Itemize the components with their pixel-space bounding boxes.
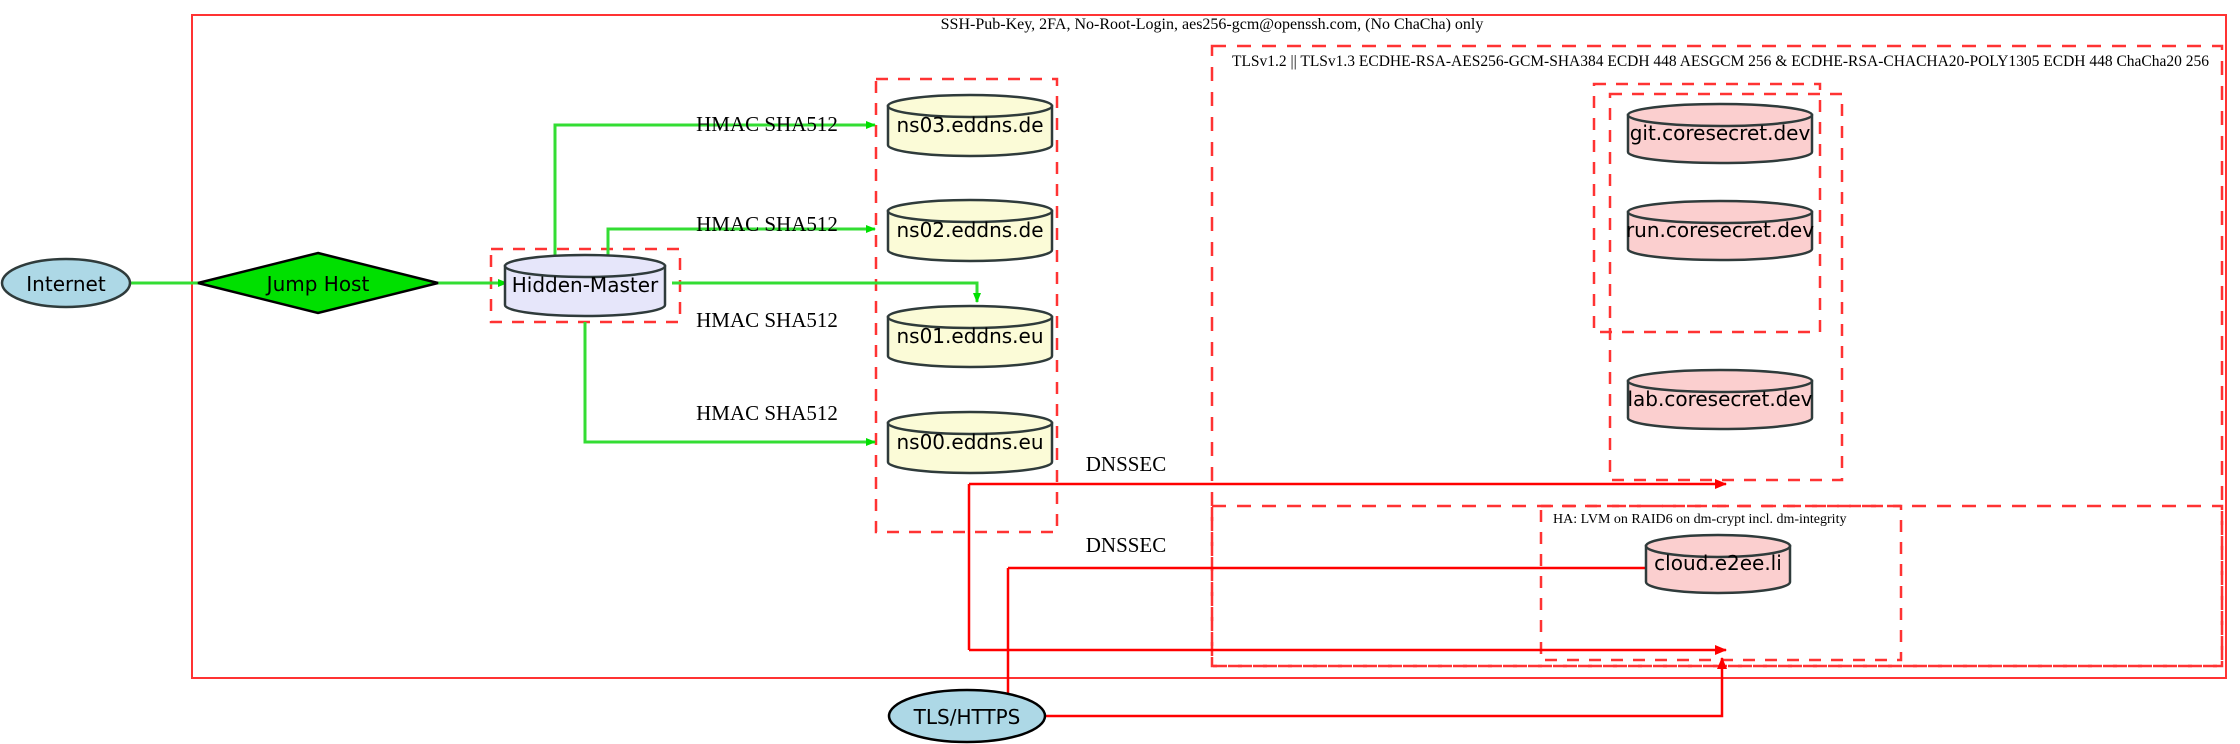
ssh-policy-label: SSH-Pub-Key, 2FA, No-Root-Login, aes256-… [941, 16, 1484, 33]
edge-hiddenmaster-ns00 [583, 322, 876, 446]
node-git-coresecret[interactable]: git.coresecret.dev [1626, 102, 1814, 165]
node-ns02[interactable]: ns02.eddns.de [886, 198, 1054, 263]
ssh-boundary-box [191, 14, 2227, 679]
node-ns01-label: ns01.eddns.eu [896, 324, 1043, 348]
node-ns03-label: ns03.eddns.de [896, 113, 1043, 137]
node-ns02-label: ns02.eddns.de [896, 218, 1043, 242]
node-run-label: run.coresecret.dev [1626, 218, 1814, 242]
node-jump-host[interactable]: Jump Host [197, 251, 439, 315]
edge-label-hmac-ns01: HMAC SHA512 [696, 308, 838, 332]
node-git-label: git.coresecret.dev [1630, 121, 1811, 145]
node-hidden-master-label: Hidden-Master [512, 273, 659, 297]
edge-hiddenmaster-ns01 [672, 281, 981, 303]
tls-policy-label: TLSv1.2 || TLSv1.3 ECDHE-RSA-AES256-GCM-… [1232, 53, 2209, 70]
node-internet[interactable]: Internet [0, 257, 132, 309]
edge-hiddenmaster-ns02 [606, 225, 876, 265]
node-tls-https-label: TLS/HTTPS [913, 705, 1021, 729]
node-cloud-label: cloud.e2ee.li [1654, 551, 1782, 575]
node-cloud-e2ee[interactable]: cloud.e2ee.li [1644, 533, 1792, 595]
coresecret-group-box [1592, 82, 1822, 334]
node-ns00[interactable]: ns00.eddns.eu [886, 410, 1054, 475]
edge-hiddenmaster-ns03 [553, 121, 876, 265]
edge-label-hmac-ns00: HMAC SHA512 [696, 401, 838, 425]
node-tls-https[interactable]: TLS/HTTPS [887, 688, 1047, 744]
node-run-coresecret[interactable]: run.coresecret.dev [1626, 199, 1814, 262]
node-lab-coresecret[interactable]: lab.coresecret.dev [1626, 368, 1814, 431]
edge-label-dnssec-lower: DNSSEC [1086, 533, 1167, 557]
nameserver-group-box [874, 77, 1059, 534]
edge-label-hmac-ns02: HMAC SHA512 [696, 212, 838, 236]
node-jump-host-label: Jump Host [265, 272, 370, 296]
edge-tls-right [1038, 657, 1727, 718]
node-lab-label: lab.coresecret.dev [1627, 387, 1812, 411]
node-ns01[interactable]: ns01.eddns.eu [886, 304, 1054, 369]
edge-label-dnssec-upper: DNSSEC [1086, 452, 1167, 476]
edge-label-hmac-ns03: HMAC SHA512 [696, 112, 838, 136]
node-ns03[interactable]: ns03.eddns.de [886, 93, 1054, 158]
ha-policy-label: HA: LVM on RAID6 on dm-crypt incl. dm-in… [1553, 512, 1846, 527]
node-internet-label: Internet [26, 272, 106, 296]
node-ns00-label: ns00.eddns.eu [896, 430, 1043, 454]
node-hidden-master[interactable]: Hidden-Master [503, 253, 667, 318]
